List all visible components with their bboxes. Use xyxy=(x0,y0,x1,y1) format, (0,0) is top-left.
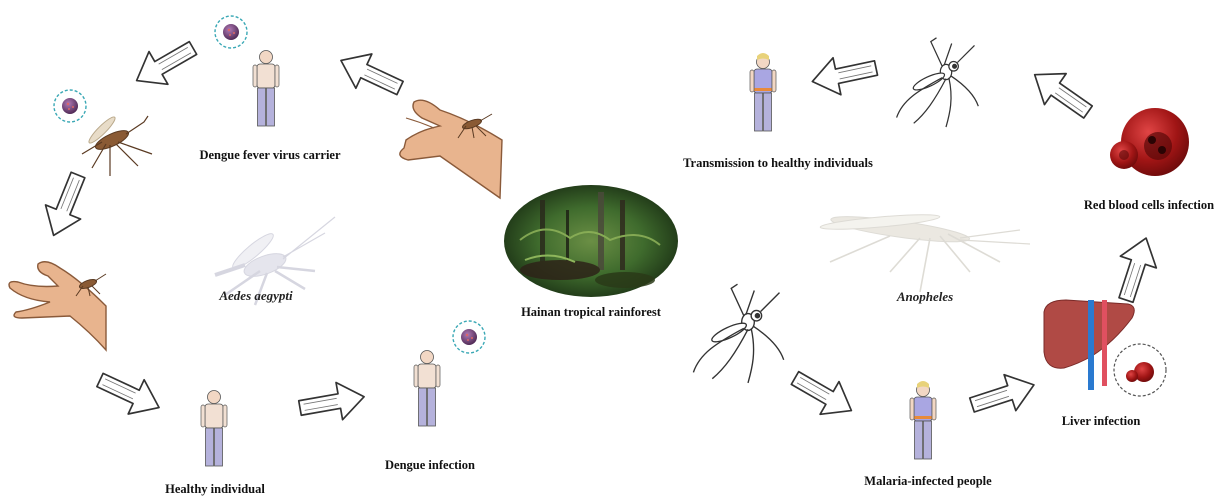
flow-arrow xyxy=(1108,232,1164,306)
virus-icon xyxy=(215,16,247,48)
center-label: Hainan tropical rainforest xyxy=(521,305,661,320)
malaria-infected-label: Malaria-infected people xyxy=(864,474,991,489)
aedes-mosquito-infected xyxy=(82,114,152,176)
liver-infection-label: Liver infection xyxy=(1062,414,1141,429)
anopheles-species-label: Anopheles xyxy=(897,289,953,305)
flow-arrow xyxy=(92,363,167,425)
flow-arrow xyxy=(297,378,368,427)
rbc-infection-label: Red blood cells infection xyxy=(1084,198,1214,213)
dengue-infected-figure xyxy=(414,351,440,427)
flow-arrow xyxy=(127,32,202,97)
anopheles-mosquito-illustration xyxy=(820,212,1030,292)
hand-bitten-icon xyxy=(9,262,106,350)
healthy-individual-label: Healthy individual xyxy=(165,482,265,497)
dengue-infection-label: Dengue infection xyxy=(385,458,475,473)
hand-bitten-icon xyxy=(400,100,502,198)
virus-icon xyxy=(54,90,86,122)
transmission-label: Transmission to healthy individuals xyxy=(683,156,873,171)
flow-arrow xyxy=(808,50,880,101)
anopheles-mosquito-sketch xyxy=(897,38,979,127)
flow-arrow xyxy=(333,43,408,105)
virus-icon xyxy=(453,321,485,353)
flow-arrow xyxy=(786,362,861,427)
healthy-individual-figure xyxy=(201,391,227,467)
liver-icon xyxy=(1044,300,1166,396)
transmission-healthy-figure xyxy=(750,53,776,131)
dengue-carrier-figure xyxy=(253,51,279,127)
rainforest-photo xyxy=(504,185,678,297)
red-blood-cells-icon xyxy=(1110,108,1189,176)
flow-arrow xyxy=(966,367,1040,423)
dengue-carrier-label: Dengue fever virus carrier xyxy=(199,148,340,163)
flow-arrow xyxy=(1024,59,1099,127)
malaria-infected-figure xyxy=(910,381,936,459)
aedes-species-label: Aedes aegypti xyxy=(219,288,292,304)
anopheles-mosquito-sketch xyxy=(693,284,783,383)
flow-arrow xyxy=(36,168,95,243)
